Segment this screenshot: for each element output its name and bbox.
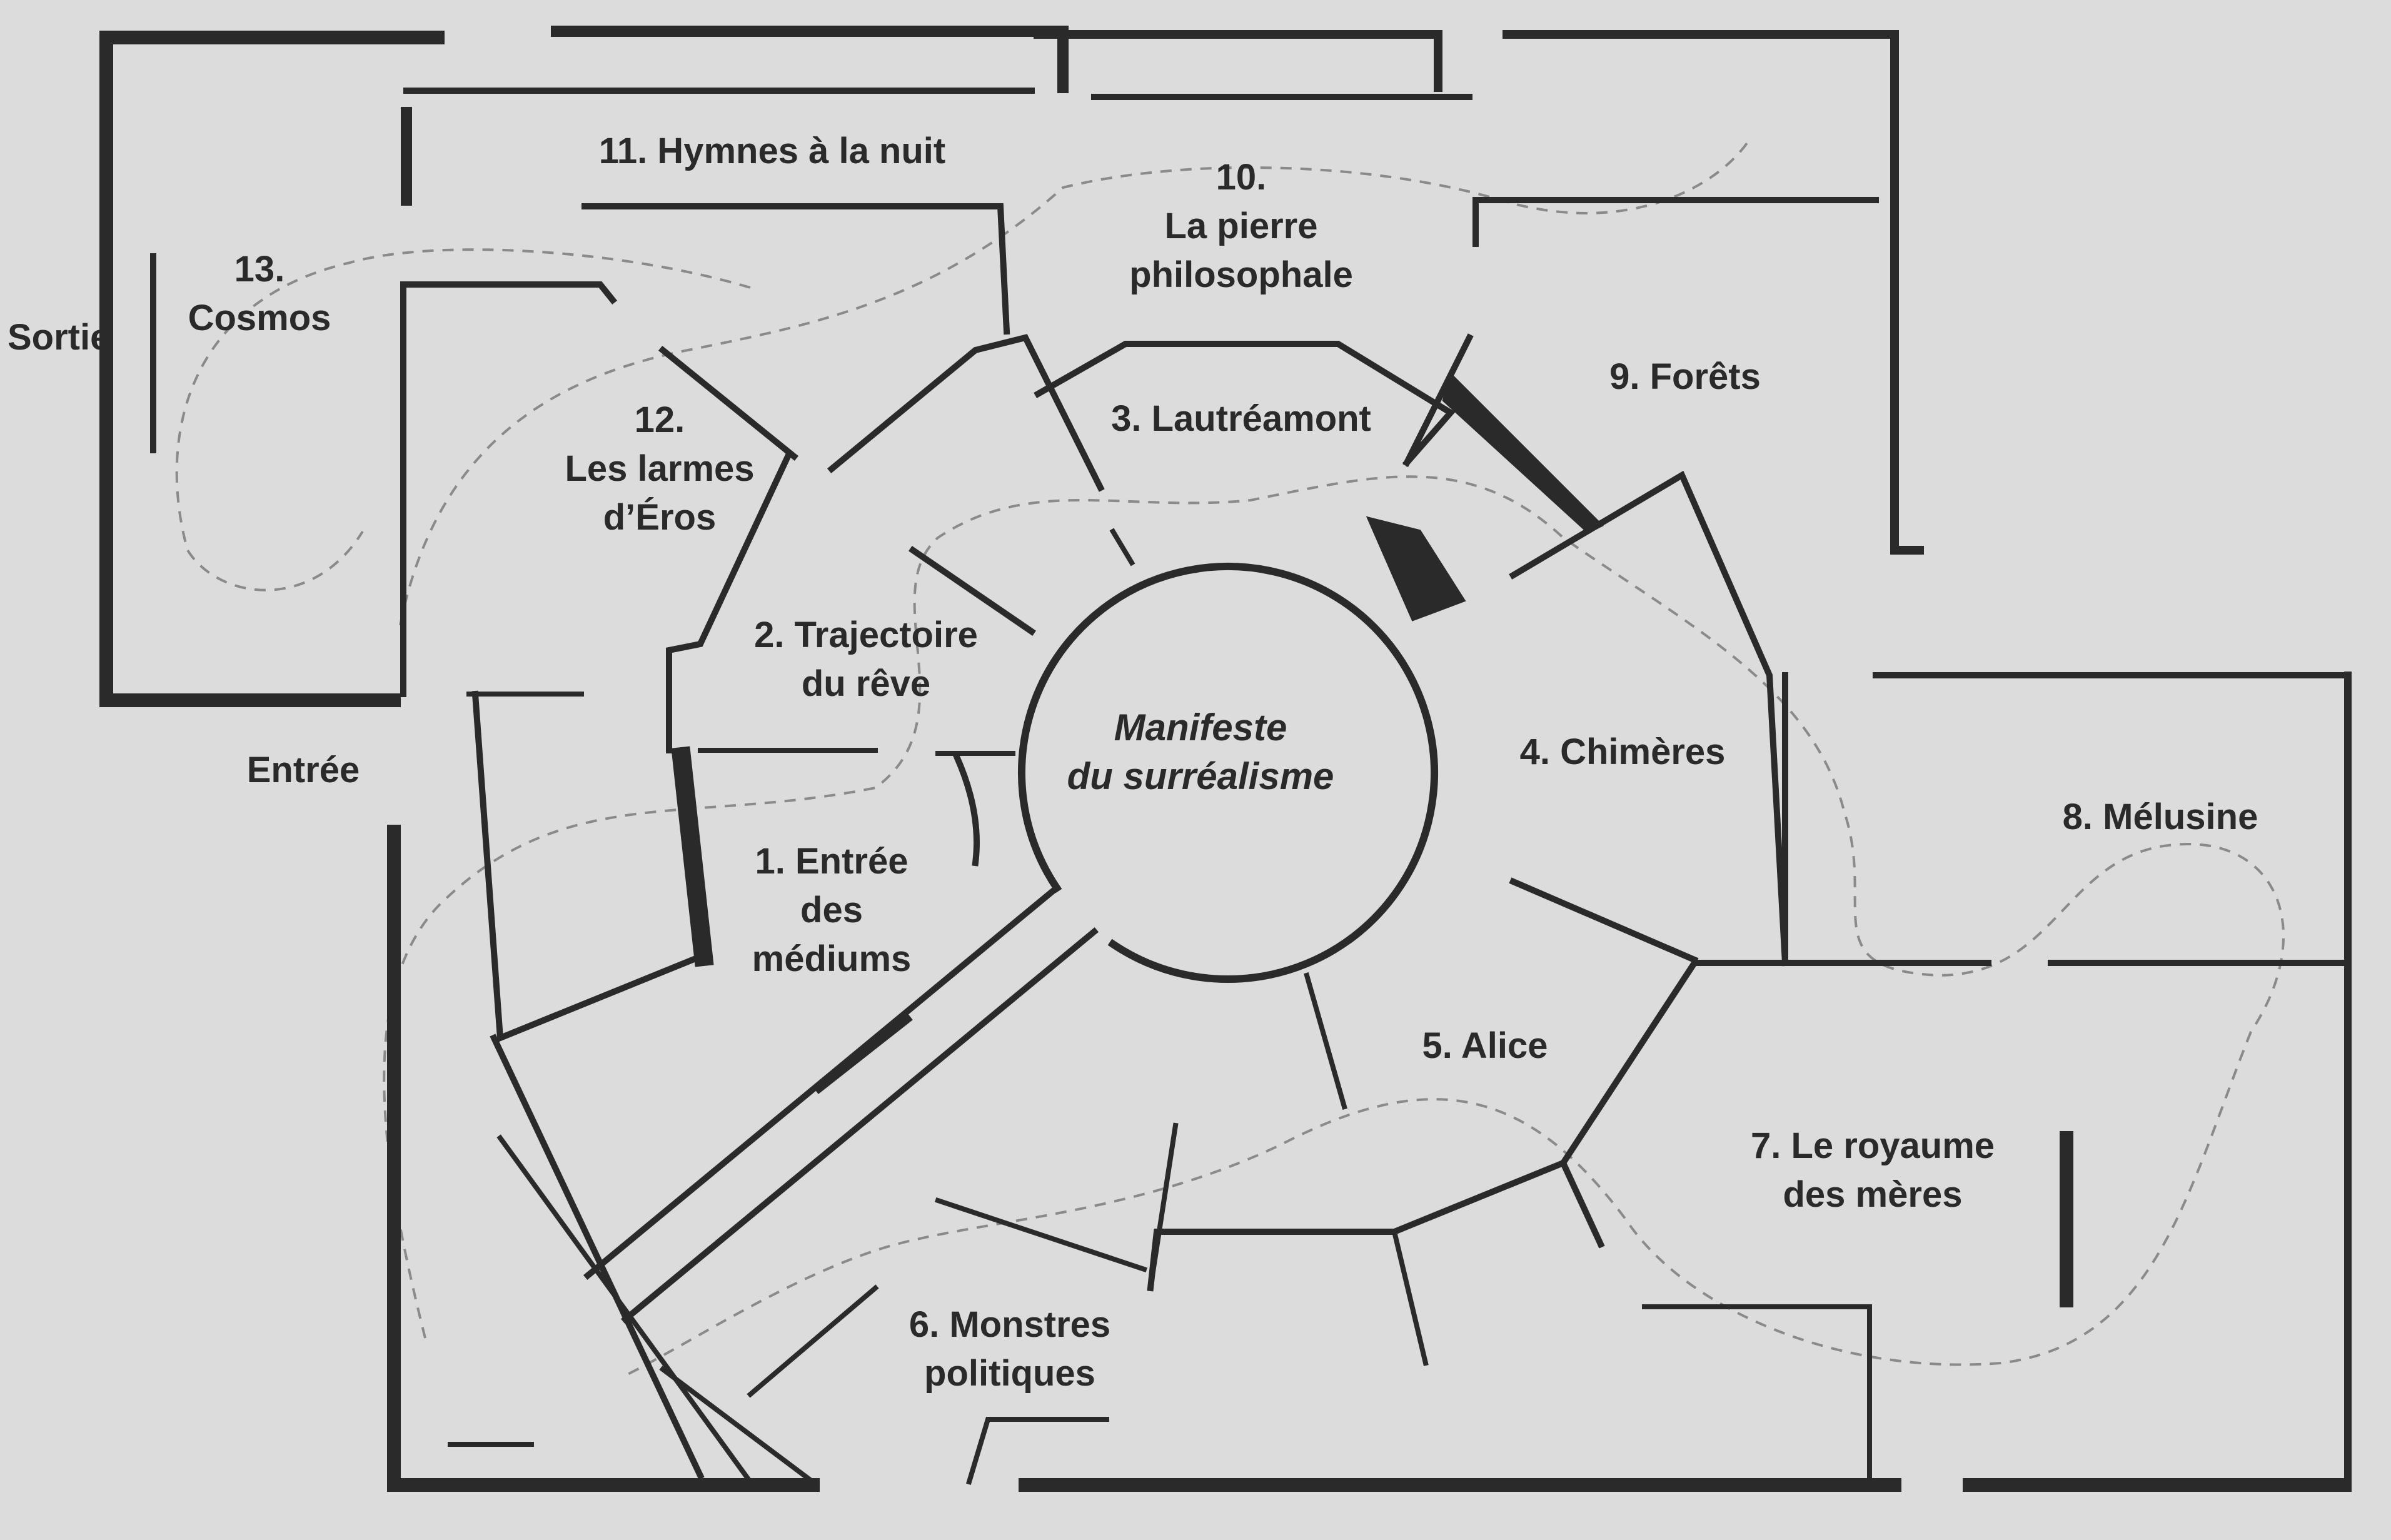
wall-4 (1509, 470, 1789, 967)
exit-label: Sortie (8, 317, 111, 358)
wall-9-north (1472, 197, 1879, 247)
wall-5-inner (1304, 972, 1347, 1110)
room-11-label: 11. Hymnes à la nuit (598, 131, 946, 171)
wall-5-6 (1147, 1122, 1179, 1291)
room-9-label: 9. Forêts (1609, 356, 1761, 397)
corridor-outer-west (490, 1034, 705, 1480)
visitor-path (383, 475, 2285, 1377)
room-13-label: 13.Cosmos (188, 249, 331, 338)
wall-3-inner (1109, 528, 1135, 566)
wall-12-diag-2 (827, 334, 1105, 492)
corridor-outer-west-2 (496, 1134, 754, 1486)
wall-7-south (1642, 1304, 1872, 1484)
wall-corridor-block (813, 1013, 913, 1094)
wall-4-south (1509, 877, 1699, 964)
visitor-path-north (399, 136, 1752, 626)
wall-2-inner (909, 546, 1036, 636)
wall-5-east (1559, 959, 1699, 1249)
wall-1-thick (671, 746, 714, 967)
visitor-path-west (175, 248, 751, 591)
wall-9-10 (1402, 333, 1474, 467)
outer-wall-north-west (99, 31, 445, 707)
rotunda-wall (1017, 563, 1438, 984)
wall-9-thick-arc (1442, 371, 1604, 534)
outer-wall-north-2 (1034, 30, 1442, 92)
outer-wall-north-east (1503, 30, 1924, 555)
wall-3 (1034, 341, 1456, 468)
wall-12-north (400, 281, 618, 305)
wall-6-diag (747, 1284, 879, 1398)
wall-1-west (471, 690, 705, 1043)
room-5-label: 5. Alice (1422, 1025, 1548, 1066)
rotunda-door-block (1366, 516, 1466, 622)
wall-6-south (966, 1417, 1109, 1485)
wall-11-south (581, 203, 1010, 335)
room-8-label: 8. Mélusine (2062, 797, 2258, 837)
wall-5-south (1147, 1159, 1568, 1292)
room-3-label: 3. Lautréamont (1111, 398, 1371, 439)
walls (99, 26, 2352, 1492)
corridor-south (620, 927, 1099, 1324)
wall-1-curve (952, 752, 980, 867)
room-4-label: 4. Chimères (1519, 732, 1726, 772)
entrance-label: Entrée (246, 750, 360, 790)
wall-6-north (934, 1197, 1148, 1273)
wall-5-6b (1391, 1229, 1429, 1366)
wall-2-north (666, 452, 792, 753)
outer-wall-north (551, 26, 1069, 93)
wall-6-divider (659, 1366, 817, 1486)
wall-12-diag (658, 345, 799, 461)
